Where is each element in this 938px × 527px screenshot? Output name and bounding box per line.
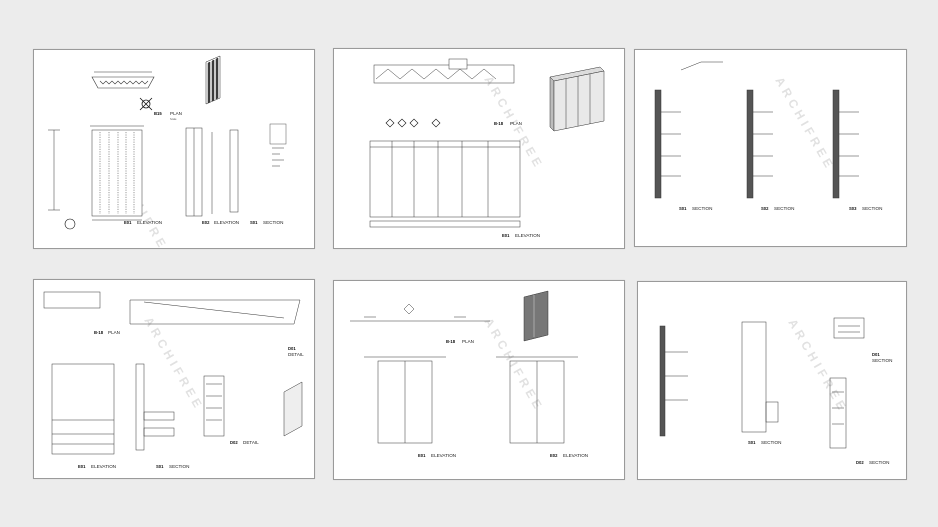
view-tag: S01 xyxy=(250,220,258,225)
view-title: PLAN xyxy=(462,339,474,344)
drawing-sheet-5[interactable]: ARCHIFREE B-18 PLAN E01 ELEVATION E02 EL… xyxy=(333,280,625,480)
sheet-1-drawing: ARCHIFREE B15 PLAN Scale E01 ELEVATION xyxy=(48,55,287,248)
view-title: DETAIL xyxy=(243,440,259,445)
view-tag: E01 xyxy=(124,220,132,225)
iso-door xyxy=(523,290,549,342)
elevation-e02 xyxy=(185,127,213,217)
view-title: SECTION xyxy=(169,464,189,469)
sheet-6-drawing: ARCHIFREE S01 SECTION D01 SECTION D02 SE… xyxy=(659,317,892,465)
elevation-callout-icon xyxy=(64,218,76,230)
view-tag: D02 xyxy=(230,440,238,445)
sheet-4-drawing: ARCHIFREE B-18 PLAN D01 DETAIL E01 ELEVA… xyxy=(43,291,304,469)
watermark-text: ARCHIFREE xyxy=(141,315,206,414)
view-tag: D01 xyxy=(872,352,880,357)
view-title: SECTION xyxy=(872,358,892,363)
sheet-2-drawing: ARCHIFREE B-18 PLAN E01 ELEVATION xyxy=(369,58,605,238)
view-title: SECTION xyxy=(263,220,283,225)
view-title: PLAN xyxy=(108,330,120,335)
drawing-sheet-3[interactable]: ARCHIFREE S01 SECTION S02 SECTION S03 SE… xyxy=(634,49,907,247)
sheet-3-drawing: ARCHIFREE S01 SECTION S02 SECTION S03 SE… xyxy=(654,61,882,211)
view-tag: E01 xyxy=(418,453,426,458)
drawing-sheet-1[interactable]: ARCHIFREE B15 PLAN Scale E01 ELEVATION xyxy=(33,49,315,249)
view-title: ELEVATION xyxy=(563,453,588,458)
sheet-5-drawing: ARCHIFREE B-18 PLAN E01 ELEVATION E02 EL… xyxy=(350,290,588,458)
plan-b18 xyxy=(43,291,301,325)
view-tag: B-18 xyxy=(494,121,504,126)
section-d01 xyxy=(833,317,865,339)
view-tag: S01 xyxy=(679,206,687,211)
elevation-e01-door xyxy=(364,356,446,444)
view-tag: S02 xyxy=(761,206,769,211)
view-title: PLAN xyxy=(170,111,182,116)
view-tag: S03 xyxy=(849,206,857,211)
view-title: SECTION xyxy=(761,440,781,445)
section-d02 xyxy=(829,377,847,449)
view-title: ELEVATION xyxy=(214,220,239,225)
view-tag: E01 xyxy=(78,464,86,469)
view-tag: B15 xyxy=(154,111,162,116)
watermark-text: ARCHIFREE xyxy=(772,75,837,174)
view-tag: E01 xyxy=(502,233,510,238)
view-title: SECTION xyxy=(862,206,882,211)
plan-b18 xyxy=(373,58,515,84)
plan-marker-icon xyxy=(139,97,153,111)
section-s03 xyxy=(832,89,859,199)
view-title: PLAN xyxy=(510,121,522,126)
view-tag: S01 xyxy=(156,464,164,469)
section-s02 xyxy=(746,89,773,199)
elevation-e01 xyxy=(51,363,115,455)
elevation-e01-wardrobe xyxy=(369,140,521,228)
view-title: ELEVATION xyxy=(431,453,456,458)
view-tag: B-18 xyxy=(94,330,104,335)
view-tag: D01 xyxy=(288,346,296,351)
view-tag: S01 xyxy=(748,440,756,445)
view-title: ELEVATION xyxy=(515,233,540,238)
section-s01 xyxy=(654,61,723,199)
section-s01 xyxy=(135,363,175,451)
view-scale: Scale xyxy=(170,117,177,121)
drawing-sheet-6[interactable]: ARCHIFREE S01 SECTION D01 SECTION D02 SE… xyxy=(637,281,907,480)
plan-b15 xyxy=(91,71,155,89)
view-tag: D02 xyxy=(856,460,864,465)
plan-b18 xyxy=(350,303,490,322)
elevation-e02-door xyxy=(496,356,578,444)
section-markers xyxy=(385,118,441,128)
drawing-sheet-2[interactable]: ARCHIFREE B-18 PLAN E01 ELEVATION xyxy=(333,48,625,249)
view-tag: E02 xyxy=(202,220,210,225)
view-title: DETAIL xyxy=(288,352,304,357)
view-title: ELEVATION xyxy=(137,220,162,225)
drawing-sheet-4[interactable]: ARCHIFREE B-18 PLAN D01 DETAIL E01 ELEVA… xyxy=(33,279,315,479)
view-tag: B-18 xyxy=(446,339,456,344)
section-s01 xyxy=(229,123,287,213)
detail-d02 xyxy=(203,375,303,437)
elevation-e01 xyxy=(48,125,144,221)
watermark-text: ARCHIFREE xyxy=(785,317,850,416)
view-tag: E02 xyxy=(550,453,558,458)
view-title: SECTION xyxy=(692,206,712,211)
iso-cabinet xyxy=(549,66,605,132)
section-s01 xyxy=(659,321,779,437)
view-title: SECTION xyxy=(869,460,889,465)
view-title: ELEVATION xyxy=(91,464,116,469)
iso-panel xyxy=(205,55,221,105)
view-title: SECTION xyxy=(774,206,794,211)
